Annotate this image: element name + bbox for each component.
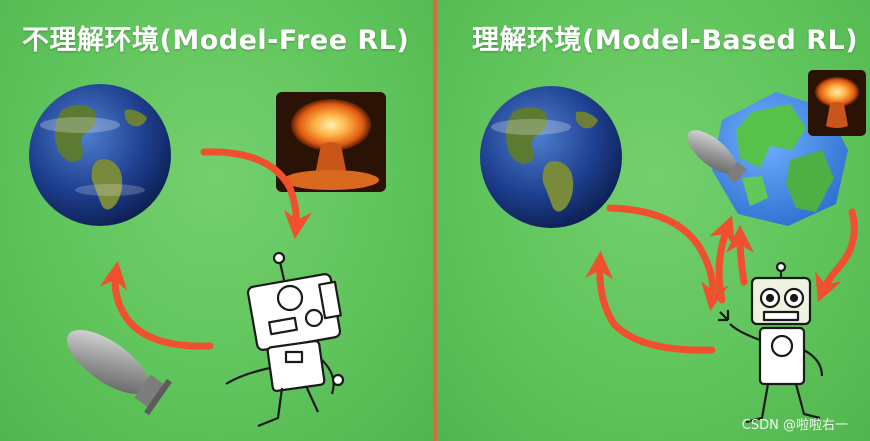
model-based-title: 理解环境(Model-Based RL) [472, 25, 859, 56]
robot-icon [718, 261, 824, 424]
robot-icon [225, 251, 345, 428]
earth-icon [480, 86, 622, 228]
bomb-icon [67, 329, 172, 416]
arrow-robot-to-earth [99, 260, 214, 350]
arrow-earth-to-robot [200, 148, 312, 240]
model-free-panel [0, 0, 433, 441]
model-free-title: 不理解环境(Model-Free RL) [22, 25, 410, 56]
arrow-robot-to-earth [585, 250, 716, 354]
arrow-model-to-robot [815, 208, 858, 303]
arrow-robot-to-model-2 [726, 224, 755, 286]
nuclear-explosion-icon [276, 92, 386, 192]
nuclear-explosion-icon [808, 70, 866, 136]
panel-divider [433, 0, 437, 441]
arrow-earth-to-robot [606, 204, 729, 312]
model-free-cycle-arrows [99, 148, 312, 350]
bomb-icon [687, 130, 747, 184]
arrow-robot-to-model [708, 215, 735, 304]
earth-icon [29, 84, 171, 226]
model-based-cycle-arrows [585, 204, 858, 354]
csdn-watermark: CSDN @啦啦右一 [741, 418, 848, 433]
